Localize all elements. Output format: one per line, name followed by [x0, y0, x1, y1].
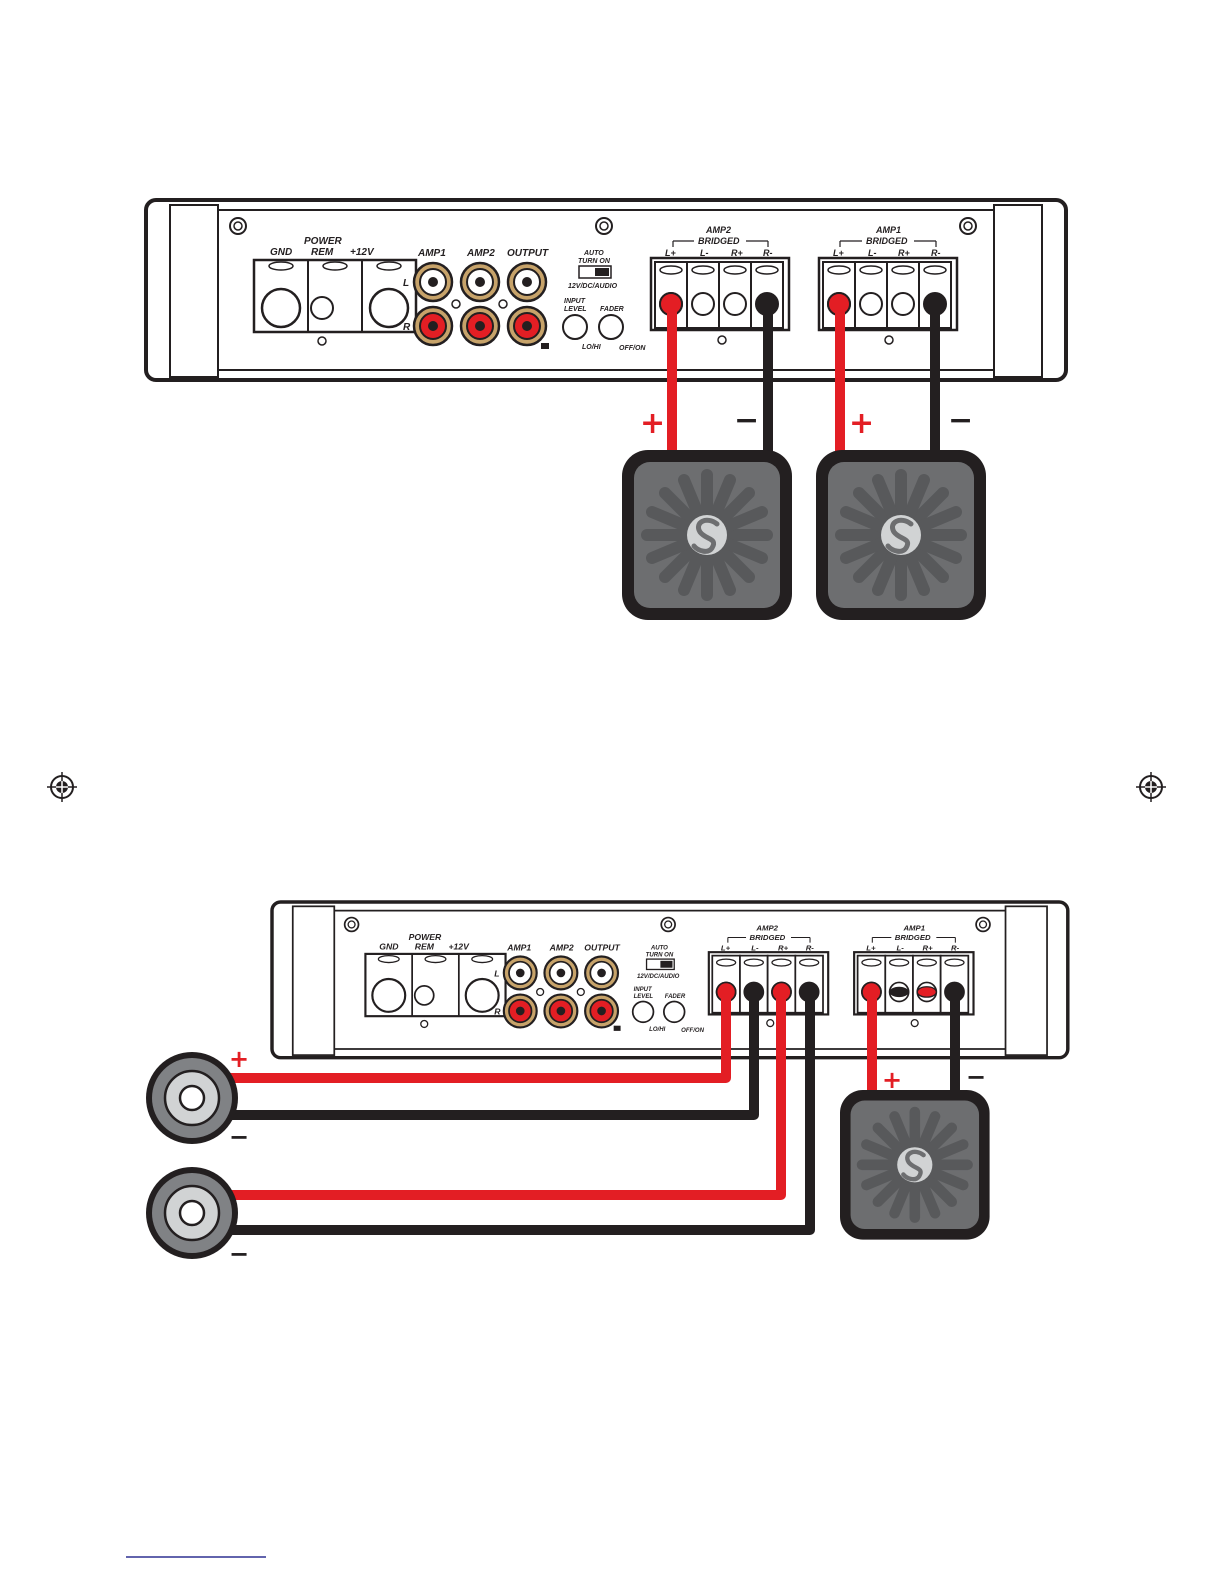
- input-level-knob[interactable]: [562, 314, 588, 340]
- round-speaker-2: [144, 1165, 240, 1261]
- fader-label: FADER: [665, 994, 686, 1000]
- input-label: INPUT: [564, 298, 586, 305]
- off-on-label: OFF/ON: [681, 1028, 704, 1034]
- power-label: POWER: [304, 236, 343, 247]
- power-label: POWER: [409, 932, 442, 942]
- amp1-r-plus-label: R+: [922, 943, 933, 952]
- amp2-r-plus-label: R+: [778, 943, 789, 952]
- amp1-r-minus-label: R-: [931, 248, 941, 258]
- amp2-r-plus-label: R+: [731, 248, 743, 258]
- minus-sign: −: [229, 1240, 249, 1268]
- auto-label: AUTO: [583, 250, 604, 257]
- subwoofer-3: [840, 1090, 990, 1240]
- turn-on-label: TURN ON: [646, 952, 674, 958]
- amp1-rca-label: AMP1: [417, 248, 446, 259]
- registration-mark-icon: [1135, 771, 1167, 803]
- minus-sign: −: [948, 403, 973, 438]
- fader-label: FADER: [600, 306, 624, 313]
- top-wires: [667, 304, 940, 460]
- amp1-group-label: AMP1: [902, 924, 925, 933]
- amp1-l-plus-label: L+: [833, 248, 844, 258]
- lo-hi-label: LO/HI: [582, 344, 602, 351]
- amp2-bridged-label: BRIDGED: [698, 236, 740, 246]
- input-label: INPUT: [634, 987, 653, 993]
- rca-right-label: R: [403, 322, 411, 333]
- amp1-group-label: AMP1: [875, 225, 901, 235]
- input-level-knob[interactable]: [631, 1000, 655, 1024]
- amp1-r-plus-label: R+: [898, 248, 910, 258]
- auto-label: AUTO: [650, 946, 668, 952]
- registration-mark-icon: [46, 771, 78, 803]
- amp2-group-label: AMP2: [755, 924, 778, 933]
- amp2-l-plus-label: L+: [665, 248, 676, 258]
- 12v-label: +12V: [448, 942, 470, 952]
- amplifier-panel-top: GND POWER REM +12V AMP1 AMP2 OUTPUT L R …: [144, 198, 1068, 382]
- amp1-bridged-label: BRIDGED: [866, 236, 908, 246]
- 12v-label: +12V: [350, 247, 375, 258]
- off-on-label: OFF/ON: [619, 345, 646, 352]
- fader-knob[interactable]: [598, 314, 624, 340]
- gnd-label: GND: [379, 942, 398, 952]
- amp2-l-minus-label: L-: [700, 248, 709, 258]
- rca-left-label: L: [494, 968, 499, 978]
- amplifier-panel-bottom: GND POWER REM +12V AMP1 AMP2 OUTPUT L R …: [270, 900, 1070, 1060]
- switch-modes-label: 12V/DC/AUDIO: [568, 283, 618, 290]
- subwoofer-1: [622, 450, 792, 620]
- amp2-rca-label: AMP2: [466, 248, 495, 259]
- plus-sign: +: [849, 406, 874, 441]
- rca-right-label: R: [494, 1006, 501, 1016]
- minus-sign: −: [734, 403, 759, 438]
- amp1-rca-label: AMP1: [506, 942, 531, 952]
- switch-modes-label: 12V/DC/AUDIO: [637, 974, 680, 980]
- round-speaker-1: [144, 1050, 240, 1146]
- amp2-group-label: AMP2: [705, 225, 731, 235]
- amp1-l-minus-label: L-: [868, 248, 877, 258]
- rem-label: REM: [311, 247, 334, 258]
- level-label: LEVEL: [634, 994, 654, 1000]
- amp1-l-plus-label: L+: [866, 943, 876, 952]
- amp2-l-plus-label: L+: [721, 943, 731, 952]
- turn-on-label: TURN ON: [578, 258, 611, 265]
- fader-knob[interactable]: [662, 1000, 686, 1024]
- output-label: OUTPUT: [584, 942, 620, 952]
- amp2-l-minus-label: L-: [751, 943, 759, 952]
- minus-sign: −: [966, 1063, 986, 1091]
- amp1-bridged-label: BRIDGED: [895, 933, 931, 942]
- amp2-bridged-label: BRIDGED: [749, 933, 785, 942]
- minus-sign: −: [229, 1123, 249, 1151]
- rem-label: REM: [415, 942, 435, 952]
- rca-left-label: L: [403, 278, 409, 289]
- plus-sign: +: [640, 406, 665, 441]
- amp2-r-minus-label: R-: [763, 248, 773, 258]
- plus-sign: +: [882, 1066, 902, 1094]
- level-label: LEVEL: [564, 306, 587, 313]
- bottom-wires: [226, 992, 960, 1235]
- amp1-r-minus-label: R-: [951, 943, 960, 952]
- plus-sign: +: [229, 1045, 249, 1073]
- amp1-l-minus-label: L-: [897, 943, 905, 952]
- lo-hi-label: LO/HI: [649, 1027, 665, 1033]
- output-label: OUTPUT: [507, 248, 549, 259]
- gnd-label: GND: [270, 247, 292, 258]
- amp2-rca-label: AMP2: [549, 942, 574, 952]
- subwoofer-2: [816, 450, 986, 620]
- amp2-r-minus-label: R-: [806, 943, 815, 952]
